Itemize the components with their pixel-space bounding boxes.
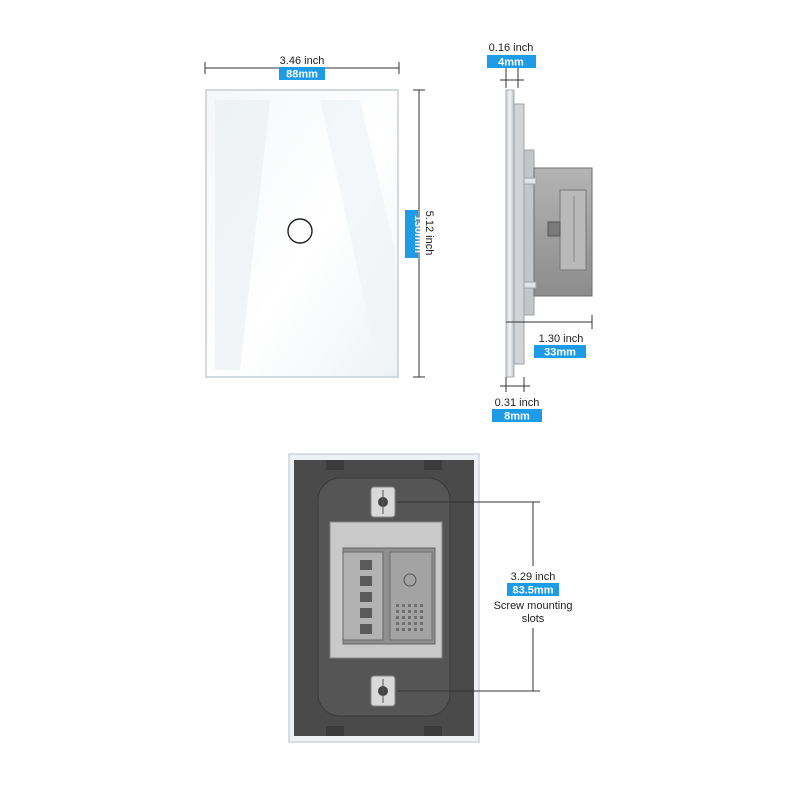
front-view: 3.46 inch 88mm 5.12 inch 130mm bbox=[204, 55, 435, 378]
side-module-terminal bbox=[559, 189, 587, 271]
screw-spacing-dimension: 3.29 inch 83.5mm Screw mounting slots bbox=[397, 501, 573, 692]
module-depth-dimension: 1.30 inch 33mm bbox=[506, 315, 593, 359]
side-glass-plate bbox=[505, 89, 515, 378]
side-view: 0.16 inch 4mm 1.30 inch 33mm bbox=[487, 42, 593, 423]
back-clip-top-left bbox=[326, 460, 344, 470]
side-frame-inner bbox=[523, 149, 535, 316]
front-width-inch-label: 3.46 inch bbox=[280, 55, 325, 67]
screw-spacing-inch-label: 3.29 inch bbox=[511, 571, 556, 583]
front-height-mm-badge bbox=[405, 210, 418, 258]
back-clip-top-right bbox=[424, 460, 442, 470]
front-width-mm-label: 88mm bbox=[286, 69, 318, 81]
screw-spacing-mm-badge bbox=[507, 583, 559, 596]
back-terminal-screws bbox=[360, 560, 372, 634]
side-frame-plate bbox=[513, 103, 525, 365]
panel-depth-dimension: 0.31 inch 8mm bbox=[492, 377, 542, 423]
glass-thickness-dimension: 0.16 inch 4mm bbox=[487, 42, 536, 88]
back-clip-bottom-left bbox=[326, 726, 344, 736]
glass-reflection bbox=[215, 100, 270, 370]
front-height-dimension: 5.12 inch 130mm bbox=[405, 89, 435, 378]
panel-depth-mm-label: 8mm bbox=[504, 411, 530, 423]
panel-depth-mm-badge bbox=[492, 409, 542, 422]
front-height-inch-label: 5.12 inch bbox=[423, 211, 435, 256]
screw-spacing-mm-label: 83.5mm bbox=[513, 585, 554, 597]
circle-touch-button-icon[interactable] bbox=[287, 218, 313, 244]
back-view: 3.29 inch 83.5mm Screw mounting slots bbox=[288, 453, 573, 743]
side-bracket-top bbox=[523, 177, 537, 185]
panel-depth-inch-label: 0.31 inch bbox=[495, 397, 540, 409]
module-depth-mm-badge bbox=[534, 345, 586, 358]
back-screw-slot-top bbox=[370, 486, 396, 518]
back-vent-panel bbox=[389, 551, 433, 641]
side-bracket-bottom bbox=[523, 281, 537, 289]
side-module-screw bbox=[547, 221, 561, 237]
module-depth-mm-label: 33mm bbox=[544, 347, 576, 359]
screw-note-line2: slots bbox=[522, 613, 545, 625]
front-width-dimension: 3.46 inch 88mm bbox=[204, 55, 400, 81]
screw-note-line1: Screw mounting bbox=[494, 600, 573, 612]
front-width-mm-badge bbox=[279, 67, 325, 80]
glass-thickness-mm-badge bbox=[487, 55, 536, 68]
glass-thickness-mm-label: 4mm bbox=[498, 57, 524, 69]
glass-reflection-right bbox=[320, 100, 395, 370]
module-depth-inch-label: 1.30 inch bbox=[539, 333, 584, 345]
back-clip-bottom-right bbox=[424, 726, 442, 736]
glass-thickness-inch-label: 0.16 inch bbox=[489, 42, 534, 54]
back-vent-holes bbox=[396, 604, 423, 631]
ce-mark-icon bbox=[403, 573, 417, 587]
front-height-mm-label: 130mm bbox=[412, 215, 424, 253]
back-screw-slot-bottom bbox=[370, 675, 396, 707]
